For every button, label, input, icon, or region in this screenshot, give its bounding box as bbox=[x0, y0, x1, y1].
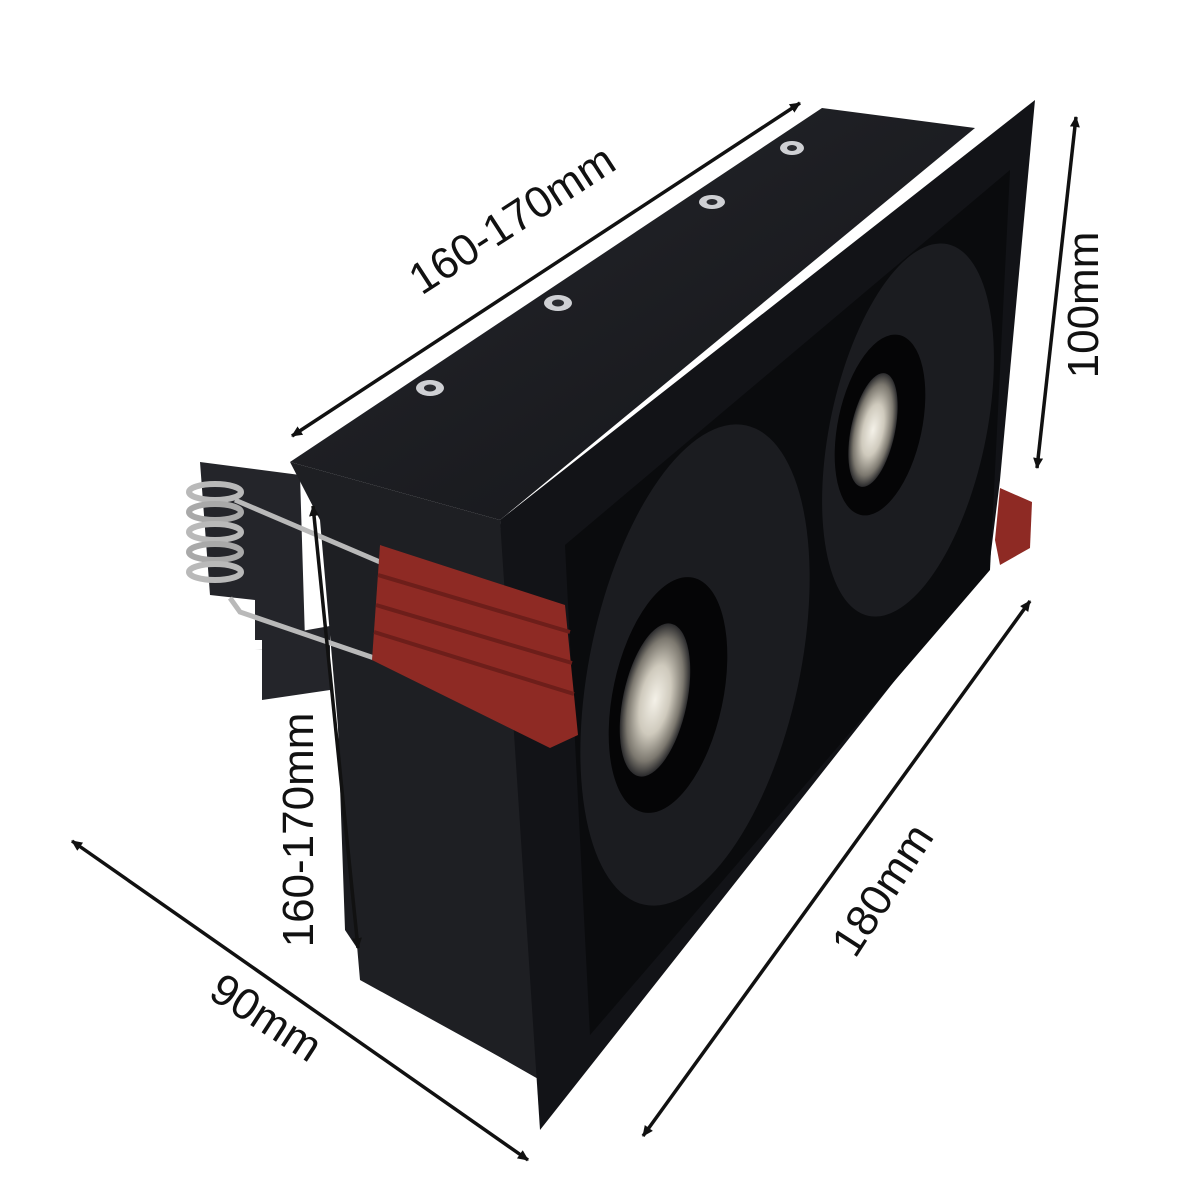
dimension-label-face-length: 180mm bbox=[822, 815, 943, 965]
spring-clip-left bbox=[372, 545, 578, 748]
dimension-height: 100mm bbox=[1033, 116, 1108, 469]
dimension-line bbox=[70, 839, 530, 1162]
screw-icon bbox=[416, 380, 444, 396]
clip-ridge bbox=[375, 603, 573, 665]
screw-icon bbox=[699, 195, 725, 209]
dimension-line bbox=[291, 101, 801, 438]
downlight-housing bbox=[186, 100, 1035, 1130]
clip-bracket bbox=[200, 462, 305, 640]
lamp-head-upper bbox=[822, 243, 994, 617]
clip-ridge bbox=[373, 630, 575, 696]
screw-icon bbox=[780, 141, 804, 155]
spring-clip-right bbox=[995, 488, 1032, 565]
clip-ridge bbox=[377, 573, 571, 634]
dimension-label-width: 90mm bbox=[201, 964, 330, 1072]
dimension-line bbox=[641, 599, 1032, 1138]
spring-coil bbox=[186, 481, 244, 583]
screw-icon bbox=[544, 295, 572, 311]
dimension-label-height: 100mm bbox=[1059, 232, 1108, 379]
dimension-line bbox=[1033, 116, 1080, 469]
dimension-label-cutout: 160-170mm bbox=[274, 713, 323, 948]
